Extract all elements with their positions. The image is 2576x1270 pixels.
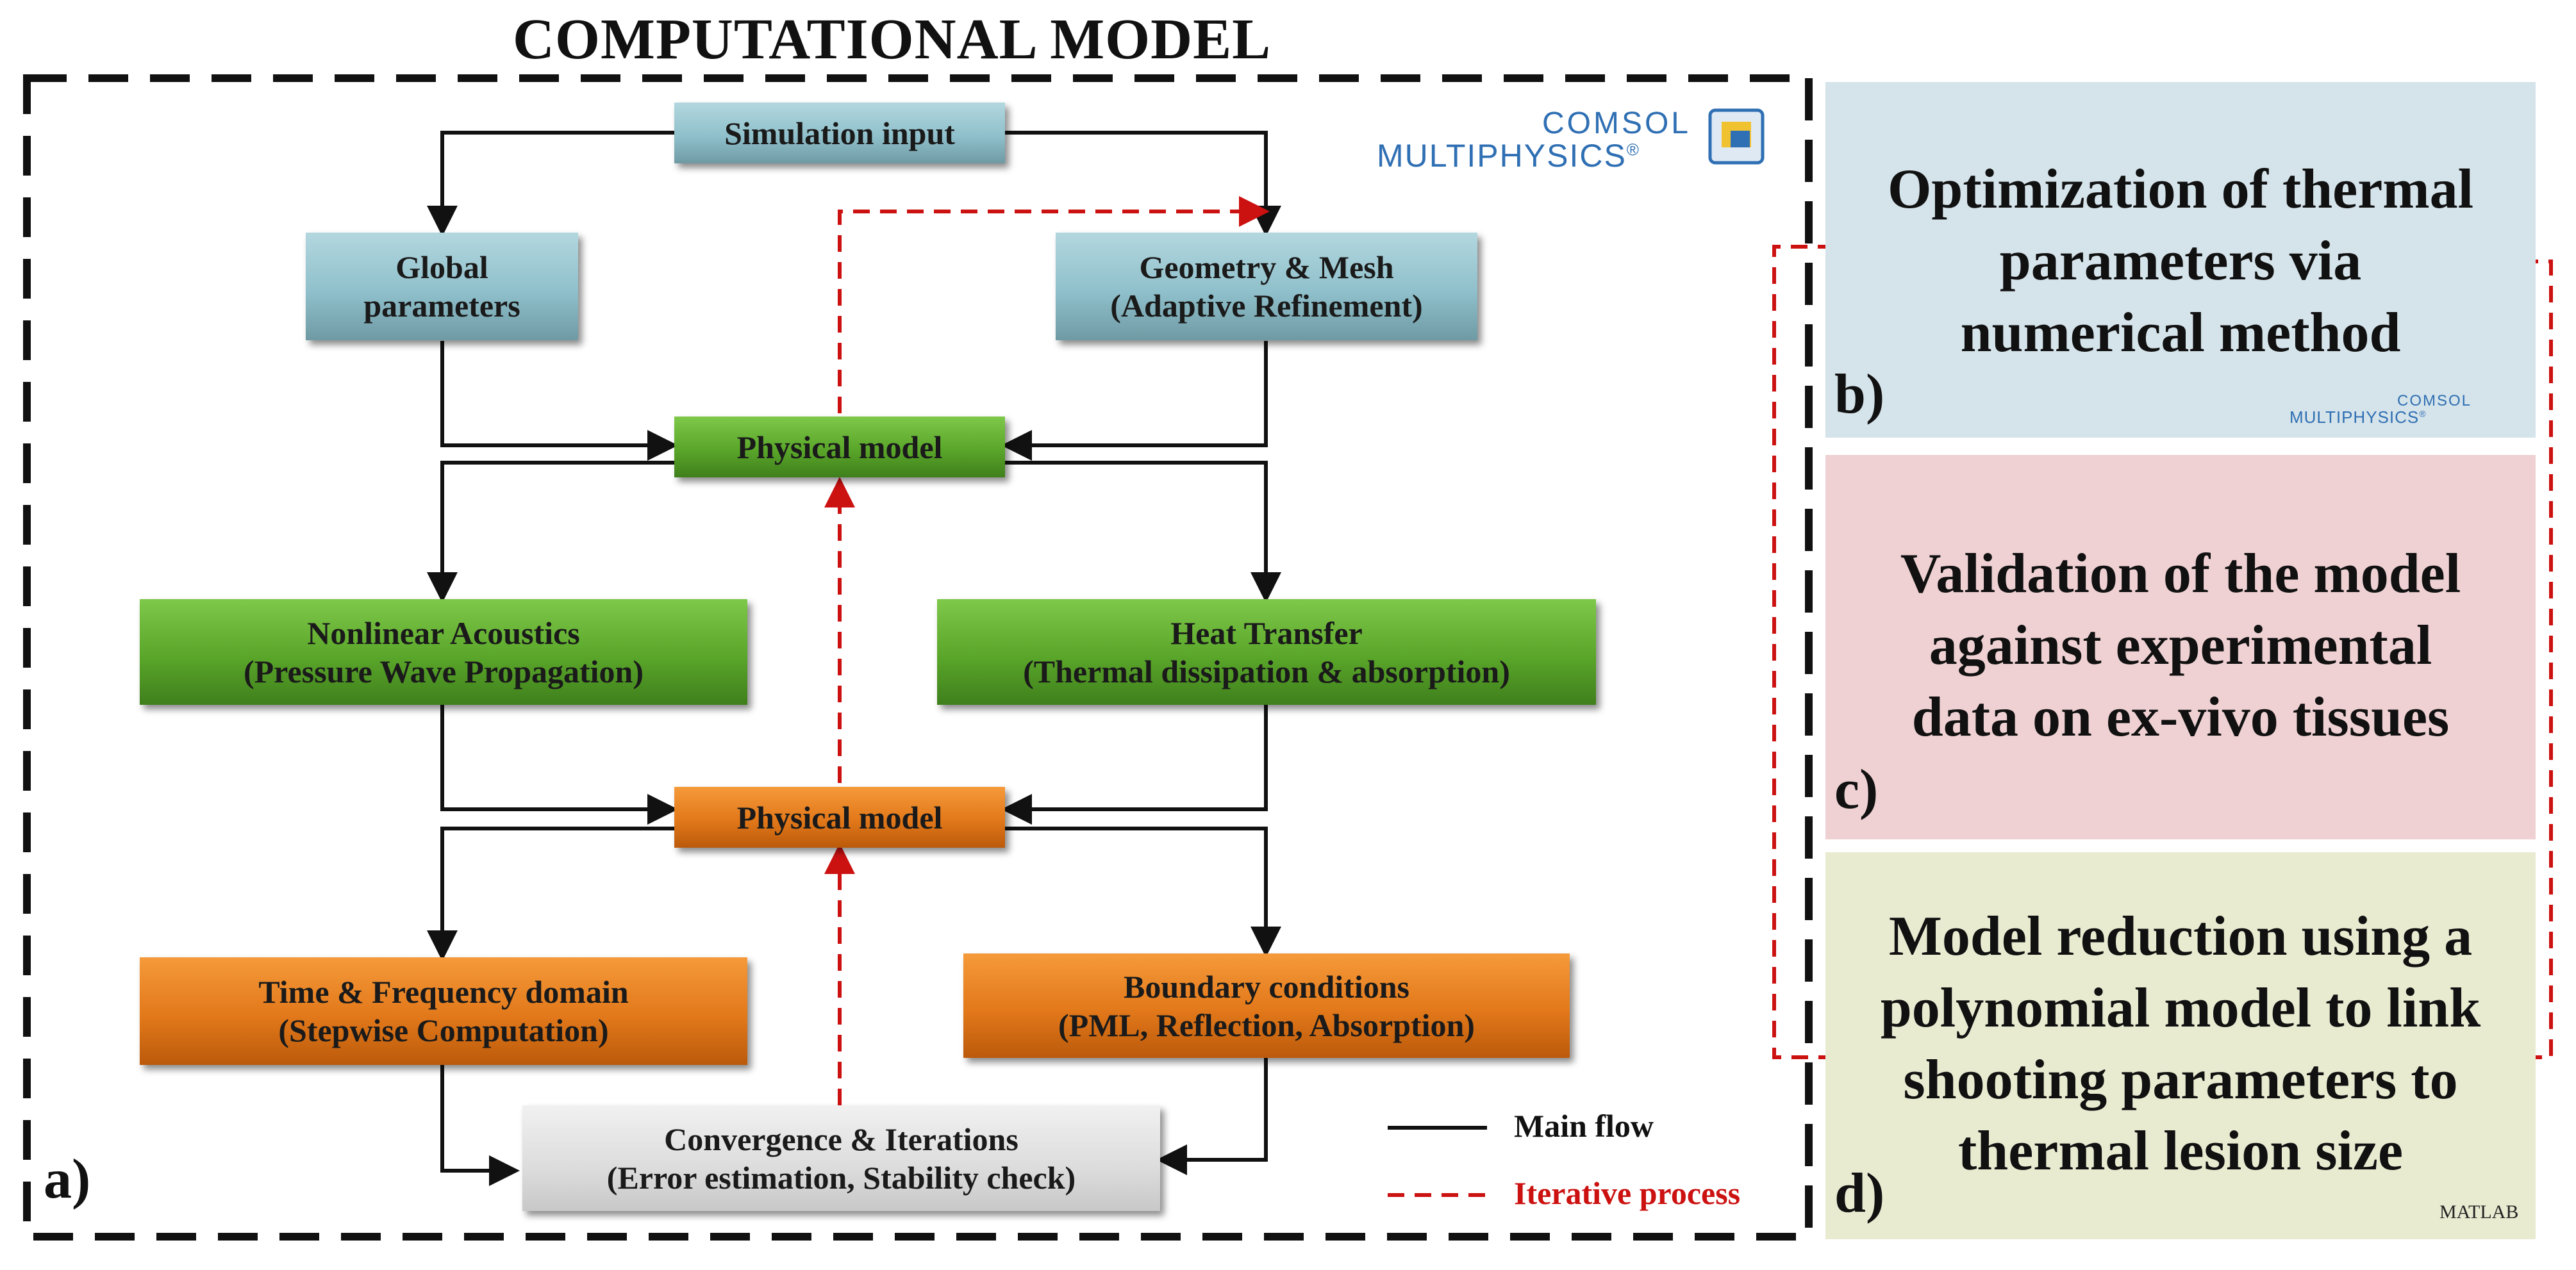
connector-geometry-to-physical1 xyxy=(1001,341,1268,461)
iterative-physical1-to-geometry xyxy=(838,196,1270,413)
comsol-small-line-1: COMSOL xyxy=(2397,392,2472,409)
convergence-line-2: (Error estimation, Stability check) xyxy=(606,1159,1076,1196)
physical-model-box-1: Physical model xyxy=(674,416,1005,477)
panel-d-line-3: shooting parameters to xyxy=(1903,1048,2458,1111)
heat-transfer-line-1: Heat Transfer xyxy=(1170,614,1363,651)
global-parameters-line-1: Global xyxy=(395,249,488,285)
panel-b-line-2: parameters via xyxy=(1999,229,2362,292)
panel-d-line-1: Model reduction using a xyxy=(1888,905,2473,968)
convergence-box: Convergence & Iterations (Error estimati… xyxy=(522,1105,1160,1211)
panel-c-label: c) xyxy=(1834,759,1879,821)
connector-heat-to-physical2 xyxy=(1001,705,1268,825)
boundary-conditions-line-2: (PML, Reflection, Absorption) xyxy=(1058,1007,1475,1043)
heat-transfer-box: Heat Transfer (Thermal dissipation & abs… xyxy=(937,599,1596,705)
comsol-logo-small: COMSOL MULTIPHYSICS® xyxy=(2289,392,2482,427)
comsol-logo-line-2-wrap: MULTIPHYSICS® xyxy=(1377,137,1697,174)
panel-c-text: Validation of the model against experime… xyxy=(1825,538,2536,753)
figure-title: COMPUTATIONAL MODEL xyxy=(513,8,1272,71)
global-parameters-box: Global parameters xyxy=(306,233,578,340)
iterative-loop-left xyxy=(1772,231,1874,1059)
geometry-mesh-line-2: (Adaptive Refinement) xyxy=(1110,288,1423,324)
legend-main-flow: Main flow xyxy=(1514,1108,1654,1144)
time-frequency-line-2: (Stepwise Computation) xyxy=(278,1012,609,1048)
nonlinear-acoustics-line-1: Nonlinear Acoustics xyxy=(307,614,580,651)
panel-b-line-3: numerical method xyxy=(1960,301,2401,364)
panel-d-line-4: thermal lesion size xyxy=(1957,1120,2404,1183)
connector-physical1-to-acoustics xyxy=(427,461,674,603)
comsol-small-line-2-wrap: MULTIPHYSICS® xyxy=(2289,408,2482,427)
panel-b-line-1: Optimization of thermal xyxy=(1887,158,2474,220)
panel-c xyxy=(1825,455,2536,839)
panel-d-label: d) xyxy=(1834,1162,1885,1225)
legend-iterative-process: Iterative process xyxy=(1514,1175,1741,1211)
matlab-logo-text: MATLAB xyxy=(2439,1201,2519,1223)
connector-physical2-to-boundary xyxy=(1005,827,1281,957)
connector-global-to-physical1 xyxy=(440,341,678,461)
boundary-conditions-line-1: Boundary conditions xyxy=(1124,968,1409,1005)
comsol-small-mark: ® xyxy=(2419,408,2427,419)
comsol-logo: COMSOL MULTIPHYSICS® xyxy=(1377,106,1697,174)
time-frequency-box: Time & Frequency domain (Stepwise Comput… xyxy=(140,957,747,1065)
simulation-input-box: Simulation input xyxy=(674,103,1005,163)
heat-transfer-line-2: (Thermal dissipation & absorption) xyxy=(1023,653,1510,689)
connector-acoustics-to-physical2 xyxy=(440,705,678,825)
panel-b-label: b) xyxy=(1834,363,1885,425)
physical-model-2-text: Physical model xyxy=(736,799,943,836)
connector-input-to-global xyxy=(427,131,674,236)
comsol-cube-icon xyxy=(1708,108,1765,165)
convergence-line-1: Convergence & Iterations xyxy=(664,1121,1018,1157)
nonlinear-acoustics-box: Nonlinear Acoustics (Pressure Wave Propa… xyxy=(140,599,747,705)
panel-a-label: a) xyxy=(44,1148,91,1210)
panel-b-text: Optimization of thermal parameters via n… xyxy=(1825,154,2536,368)
panel-c-line-2: against experimental xyxy=(1929,614,2432,677)
panel-c-line-3: data on ex-vivo tissues xyxy=(1911,686,2450,748)
panel-d-line-2: polynomial model to link xyxy=(1880,977,2481,1039)
panel-c-line-1: Validation of the model xyxy=(1900,543,2461,605)
global-parameters-line-2: parameters xyxy=(363,288,520,324)
simulation-input-text: Simulation input xyxy=(724,115,955,151)
geometry-mesh-box: Geometry & Mesh (Adaptive Refinement) xyxy=(1056,233,1477,340)
comsol-logo-mark: ® xyxy=(1626,140,1640,160)
connector-time-to-convergence xyxy=(440,1065,520,1186)
physical-model-box-2: Physical model xyxy=(674,787,1005,848)
physical-model-1-text: Physical model xyxy=(736,429,943,465)
connector-physical2-to-time xyxy=(427,827,674,961)
comsol-logo-line-1: COMSOL xyxy=(1541,106,1691,140)
comsol-logo-line-2: MULTIPHYSICS xyxy=(1377,138,1627,174)
connector-physical1-to-heat xyxy=(1005,461,1281,603)
connector-boundary-to-convergence xyxy=(1156,1057,1268,1175)
panel-d xyxy=(1825,852,2536,1239)
nonlinear-acoustics-line-2: (Pressure Wave Propagation) xyxy=(243,653,644,689)
panel-d-text: Model reduction using a polynomial model… xyxy=(1825,901,2536,1187)
panel-b xyxy=(1825,82,2536,438)
time-frequency-line-1: Time & Frequency domain xyxy=(258,974,629,1010)
geometry-mesh-line-1: Geometry & Mesh xyxy=(1139,249,1394,285)
connector-input-to-geometry xyxy=(1005,131,1281,236)
boundary-conditions-box: Boundary conditions (PML, Reflection, Ab… xyxy=(963,953,1570,1058)
comsol-small-line-2: MULTIPHYSICS xyxy=(2289,408,2420,427)
